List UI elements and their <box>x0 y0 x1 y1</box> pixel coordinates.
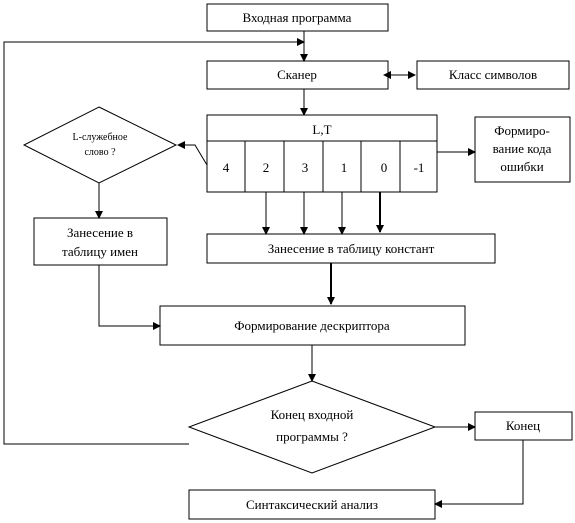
error-code-label-1: Формиро- <box>494 123 550 138</box>
lt-cell: 4 <box>223 160 230 175</box>
symbol-class-label: Класс символов <box>449 67 537 82</box>
service-word-label-1: L-служебное <box>73 132 129 143</box>
syntax-label: Синтаксический анализ <box>246 497 378 512</box>
constants-table-box: Занесение в таблицу констант <box>206 233 496 264</box>
lt-header: L,T <box>312 122 331 137</box>
end-question-label-2: программы ? <box>276 429 348 444</box>
descriptor-box: Формирование дескриптора <box>159 305 466 346</box>
edge-end-syntax <box>434 440 524 508</box>
service-word-decision: L-служебное слово ? <box>22 106 178 184</box>
input-program-label: Входная программа <box>243 10 352 25</box>
edge-loop-back <box>3 38 305 445</box>
lt-cell: -1 <box>414 160 425 175</box>
lt-table: L,T 4 2 3 1 0 -1 <box>206 114 438 193</box>
lt-cell: 0 <box>381 160 388 175</box>
names-table-label-2: таблицу имен <box>62 244 138 259</box>
end-box: Конец <box>474 411 573 441</box>
service-word-label-2: слово ? <box>84 147 116 158</box>
end-question-decision: Конец входной программы ? <box>187 380 437 474</box>
input-program-box: Входная программа <box>206 3 389 32</box>
symbol-class-box: Класс символов <box>416 60 570 90</box>
lt-cell: 2 <box>263 160 270 175</box>
lt-cell: 1 <box>341 160 348 175</box>
error-code-label-2: вание кода <box>493 141 552 156</box>
end-label: Конец <box>506 418 540 433</box>
edges <box>3 31 524 508</box>
lt-cell: 3 <box>302 160 309 175</box>
names-table-label-1: Занесение в <box>67 225 133 240</box>
scanner-box: Сканер <box>206 60 389 90</box>
edge-lt-service-word <box>177 141 208 166</box>
error-code-box: Формиро- вание кода ошибки <box>474 116 571 183</box>
scanner-label: Сканер <box>277 67 317 82</box>
constants-table-label: Занесение в таблицу констант <box>268 241 435 256</box>
names-table-box: Занесение в таблицу имен <box>33 217 168 266</box>
error-code-label-3: ошибки <box>500 159 543 174</box>
syntax-box: Синтаксический анализ <box>188 489 436 520</box>
edge-names-descriptor <box>98 265 161 330</box>
descriptor-label: Формирование дескриптора <box>234 318 390 333</box>
end-question-label-1: Конец входной <box>271 407 354 422</box>
